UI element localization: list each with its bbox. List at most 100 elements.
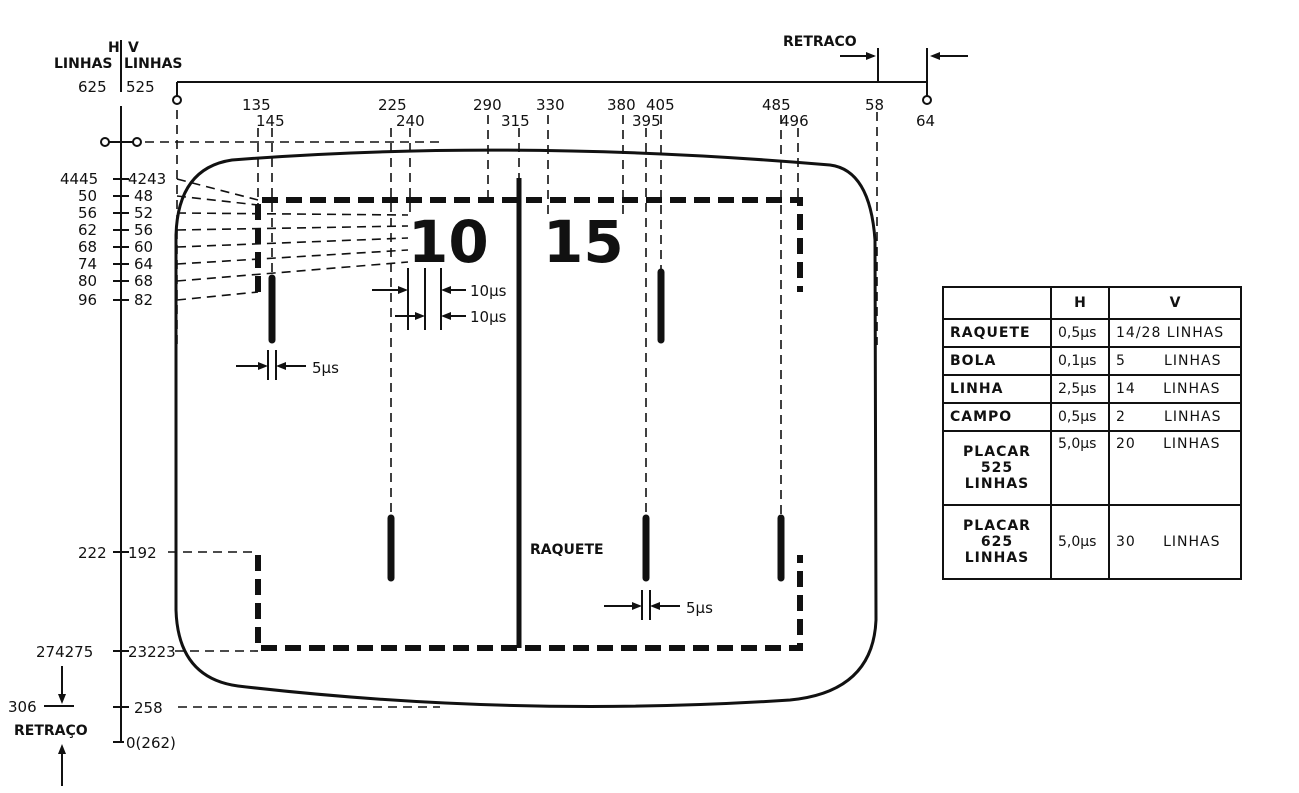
tick-395: 395 xyxy=(632,112,661,130)
h-row-6: 80 xyxy=(78,272,97,290)
tick-225: 225 xyxy=(378,96,407,114)
v-row-5: 64 xyxy=(134,255,153,273)
table-row-placar-525: PLACAR 525 LINHAS 5,0μs 20 LINHAS xyxy=(942,430,1242,506)
retrace-arrowhead-left xyxy=(866,52,876,60)
tick-135: 135 xyxy=(242,96,271,114)
row-h: 0,5μs xyxy=(1050,402,1110,432)
table-header-row: H V xyxy=(942,286,1242,320)
table-row-placar-625: PLACAR 625 LINHAS 5,0μs 30 LINHAS xyxy=(942,504,1242,580)
leader xyxy=(176,249,409,265)
leader xyxy=(176,212,409,216)
row-v: 5 LINHAS xyxy=(1108,346,1242,376)
dim-label-10us-2: 10μs xyxy=(470,308,507,326)
tick-485: 485 xyxy=(762,96,791,114)
v-row-2: 52 xyxy=(134,204,153,222)
h-row-5: 74 xyxy=(78,255,97,273)
dim-arrowhead xyxy=(258,362,268,370)
v-row-4: 60 xyxy=(134,238,153,256)
v-row-0: 4243 xyxy=(128,170,166,188)
tick-290: 290 xyxy=(473,96,502,114)
score-row-leaders xyxy=(176,178,409,301)
row-name: RAQUETE xyxy=(942,318,1052,348)
dim-arrowhead xyxy=(441,312,451,320)
dim-arrowhead xyxy=(415,312,425,320)
v-row-6: 68 xyxy=(134,272,153,290)
tv-screen-outline xyxy=(174,148,878,708)
axis-right-marker xyxy=(132,137,142,147)
leader xyxy=(176,261,409,282)
row-name: LINHA xyxy=(942,374,1052,404)
axis-left-marker xyxy=(100,137,110,147)
axis-end-marker xyxy=(922,95,932,105)
v-total-lines: 525 xyxy=(126,78,155,96)
score-right: 15 xyxy=(543,208,624,276)
tick-315: 315 xyxy=(501,112,530,130)
court-top-boundary xyxy=(255,197,803,292)
v-row-1: 48 xyxy=(134,187,153,205)
row-h: 2,5μs xyxy=(1050,374,1110,404)
dim-label-5us-2: 5μs xyxy=(686,599,713,617)
h-row-0: 4445 xyxy=(60,170,98,188)
measurement-10us-top: 10μs 10μs xyxy=(372,268,507,330)
row-h: 5,0μs xyxy=(1050,504,1110,580)
dim-label-5us-1: 5μs xyxy=(312,359,339,377)
h-total-lines: 625 xyxy=(78,78,107,96)
vertical-guides xyxy=(176,110,878,515)
v-row-23223: 23223 xyxy=(128,643,176,661)
h-row-274275: 274275 xyxy=(36,643,93,661)
dim-arrowhead xyxy=(276,362,286,370)
row-name: PLACAR 525 LINHAS xyxy=(942,430,1052,506)
row-h: 5,0μs xyxy=(1050,430,1110,506)
h-row-4: 68 xyxy=(78,238,97,256)
tick-405: 405 xyxy=(646,96,675,114)
table-header-v: V xyxy=(1108,286,1242,320)
row-name: BOLA xyxy=(942,346,1052,376)
row-name-line: 625 xyxy=(980,534,1014,550)
tick-380: 380 xyxy=(607,96,636,114)
table-row-campo: CAMPO 0,5μs 2 LINHAS xyxy=(942,402,1242,432)
row-h: 0,5μs xyxy=(1050,318,1110,348)
measurement-5us-left: 5μs xyxy=(236,350,339,380)
v-row-7: 82 xyxy=(134,291,153,309)
leader xyxy=(176,237,409,248)
h-row-1: 50 xyxy=(78,187,97,205)
dim-arrowhead xyxy=(632,602,642,610)
dim-label-10us-1: 10μs xyxy=(470,282,507,300)
retrace-arrowhead-up xyxy=(58,744,66,754)
top-tick-labels-row2: 145 240 315 395 496 64 xyxy=(256,112,935,130)
dim-arrowhead xyxy=(398,286,408,294)
tick-496: 496 xyxy=(780,112,809,130)
retrace-arrowhead-down xyxy=(58,694,66,704)
timing-spec-table: H V RAQUETE 0,5μs 14/28 LINHAS BOLA 0,1μ… xyxy=(942,286,1242,580)
h-lines-header: LINHAS xyxy=(54,56,112,72)
row-name-line: PLACAR xyxy=(963,444,1031,460)
row-v: 14 LINHAS xyxy=(1108,374,1242,404)
dim-arrowhead xyxy=(650,602,660,610)
v-lines-header: LINHAS xyxy=(124,56,182,72)
v-row-0-262: 0(262) xyxy=(126,734,176,752)
v-row-258: 258 xyxy=(134,699,163,717)
retrace-top-label: RETRACO xyxy=(783,34,857,50)
table-row-linha: LINHA 2,5μs 14 LINHAS xyxy=(942,374,1242,404)
row-name: CAMPO xyxy=(942,402,1052,432)
tick-145: 145 xyxy=(256,112,285,130)
tick-330: 330 xyxy=(536,96,565,114)
v-row-3: 56 xyxy=(134,221,153,239)
left-axis-ticks xyxy=(113,178,129,301)
row-v: 20 LINHAS xyxy=(1108,430,1242,506)
v-row-192: 192 xyxy=(128,544,157,562)
table-header-blank xyxy=(942,286,1052,320)
h-row-3: 62 xyxy=(78,221,97,239)
top-tick-labels-row1: 135 225 290 330 380 405 485 58 xyxy=(242,96,884,114)
h-row-222: 222 xyxy=(78,544,107,562)
court-bottom-boundary xyxy=(255,555,803,651)
h-row-7: 96 xyxy=(78,291,97,309)
row-v: 30 LINHAS xyxy=(1108,504,1242,580)
row-name-line: PLACAR xyxy=(963,518,1031,534)
table-row-raquete: RAQUETE 0,5μs 14/28 LINHAS xyxy=(942,318,1242,348)
measurement-5us-right: 5μs xyxy=(604,590,713,620)
center-label: RAQUETE xyxy=(530,542,604,558)
tick-58: 58 xyxy=(865,96,884,114)
h-row-306: 306 xyxy=(8,698,37,716)
